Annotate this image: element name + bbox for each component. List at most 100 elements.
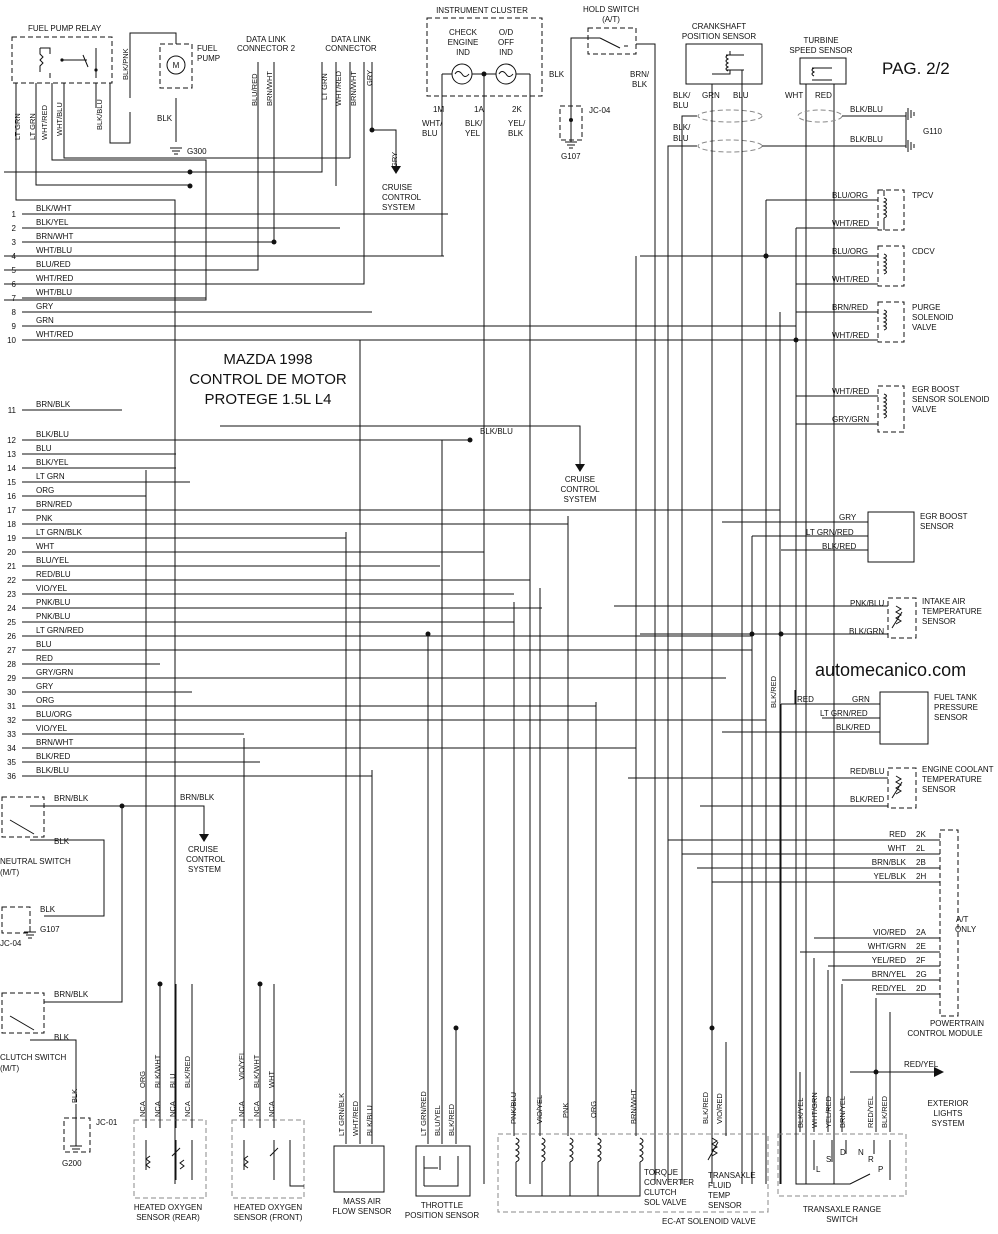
g107-top-label: G107 [561,152,581,161]
at-pin-number: 2L [916,844,925,853]
pcm-pin-wire-color: VIO/YEL [36,724,68,733]
cluster-pin-2k: 2K [512,105,522,114]
ecat-solenoid-block [497,1133,769,1213]
hold-switch [587,27,637,55]
at-pin-wire-color: YEL/BLK [874,872,907,881]
at-pin-wire-color: VIO/RED [873,928,906,937]
at-pin-number: 2H [916,872,926,881]
g200-label: G200 [62,1159,82,1168]
coil-icon [882,190,887,230]
relay-coil-icon [39,47,97,78]
pcm-pin-wire-color: BLU [36,640,52,649]
pcm-pin-wire-color: BLK/YEL [36,458,69,467]
ftp-wire-red: RED [797,695,814,704]
clutch-switch [1,992,45,1034]
cruise-mid-3: SYSTEM [564,495,597,504]
coil-icon [882,309,887,331]
svg-text:NCA: NCA [138,1101,147,1117]
ect-label-1: ENGINE COOLANT [922,765,994,774]
hold-wire-brn: BRN/ [630,70,650,79]
jc04-top-label: JC-04 [589,106,611,115]
pcm-pin-wire-color: WHT/RED [36,330,74,339]
trs-letter-s: S [826,1155,831,1164]
trs-label-2: SWITCH [826,1215,858,1224]
heater-icon [145,1140,193,1180]
trs-letter-p: P [878,1165,883,1174]
thermistor-icon [891,605,903,629]
egr-boost-wire-1: GRY [839,513,857,522]
fuel-pump-relay [11,36,113,84]
ho2s-front-label-1: HEATED OXYGEN [234,1203,303,1212]
pcm-pin-wire-color: BRN/RED [36,500,72,509]
trs-label-1: TRANSAXLE RANGE [803,1205,881,1214]
maf-sensor [333,1145,385,1193]
tft-label-1: TRANSAXLE [708,1171,756,1180]
dlc-wire-4: GRY [365,70,374,86]
cluster-wire-3a: YEL/ [508,119,526,128]
relay-wire-6: BLK/PNK [121,48,130,80]
pcm-pin-number: 36 [7,772,16,781]
fuel-pump [159,43,193,89]
cruise-bottom-2: CONTROL [186,855,226,864]
trs-wire-6: BLK/RED [880,1095,889,1128]
at-pin-number: 2E [916,942,926,951]
at-pin-number: 2B [916,858,926,867]
cruise-top-1: CRUISE [382,183,412,192]
ftp-label-1: FUEL TANK [934,693,978,702]
neutral-switch [1,796,45,838]
g110-wire-2: BLK/BLU [850,135,883,144]
relay-wire-2: LT GRN [28,113,37,140]
arrow-icon [391,166,401,174]
ground-icon [170,147,182,155]
od-off-1: O/D [499,28,513,37]
ext-lights-3: SYSTEM [932,1119,965,1128]
at-pin-number: 2K [916,830,926,839]
svg-text:WHT: WHT [267,1071,276,1088]
at-pin-wire-color: YEL/RED [872,956,906,965]
pcm-pin-number: 29 [7,674,16,683]
page-label: PAG. 2/2 [882,59,950,78]
pcm-pin-number: 31 [7,702,16,711]
tft-wire-1: BLK/RED [701,1091,710,1124]
purge-wire-2: WHT/RED [832,331,870,340]
trs-letter-d: D [840,1148,846,1157]
pcm-pin-number: 13 [7,450,16,459]
svg-text:VIO/YEL: VIO/YEL [237,1051,246,1080]
fuel-pump-relay-label: FUEL PUMP RELAY [28,24,102,33]
transaxle-range-switch [777,1133,907,1197]
coil-icon [882,253,887,275]
pcm-pin-wire-color: ORG [36,696,54,705]
ect-label-2: TEMPERATURE [922,775,982,784]
ground-icon [24,926,36,939]
fuel-pump-label-2: PUMP [197,54,220,63]
pcm-pin-number: 33 [7,730,16,739]
pcm-pin-number: 15 [7,478,16,487]
cdcv-wire-2: WHT/RED [832,275,870,284]
g110-label: G110 [923,127,943,136]
arrow-icon [934,1067,944,1077]
shield-icon [797,109,843,123]
ftp-wire-ltgrn: LT GRN/RED [820,709,868,718]
pcm-connector [939,829,959,1017]
ftp-blk-red-vertical: BLK/RED [769,675,778,708]
pcm-pin-number: 10 [7,336,16,345]
dlc-label-1: DATA LINK [331,35,371,44]
shield-icon [697,139,763,153]
trs-letter-l: L [816,1165,821,1174]
dlc-wire-1: LT GRN [320,73,329,100]
tft-wire-2: VIO/RED [715,1093,724,1124]
pcm-label-2: CONTROL MODULE [907,1029,982,1038]
neutral-switch-label-1: NEUTRAL SWITCH [0,857,71,866]
iat-label-2: TEMPERATURE [922,607,982,616]
ho2s-rear [133,1119,207,1199]
svg-text:BLU: BLU [168,1073,177,1088]
thermistor-icon [891,775,903,799]
neutral-wire-brn: BRN/BLK [54,794,89,803]
hold-switch-label-1: HOLD SWITCH [583,5,639,14]
pcm-pin-wire-color: LT GRN/BLK [36,528,83,537]
jc04-connector-left [1,906,31,934]
pcm-pin-number: 21 [7,562,16,571]
pcm-pin-wire-color: WHT/RED [36,274,74,283]
at-pin-number: 2A [916,928,926,937]
jc01-connector [63,1117,91,1153]
